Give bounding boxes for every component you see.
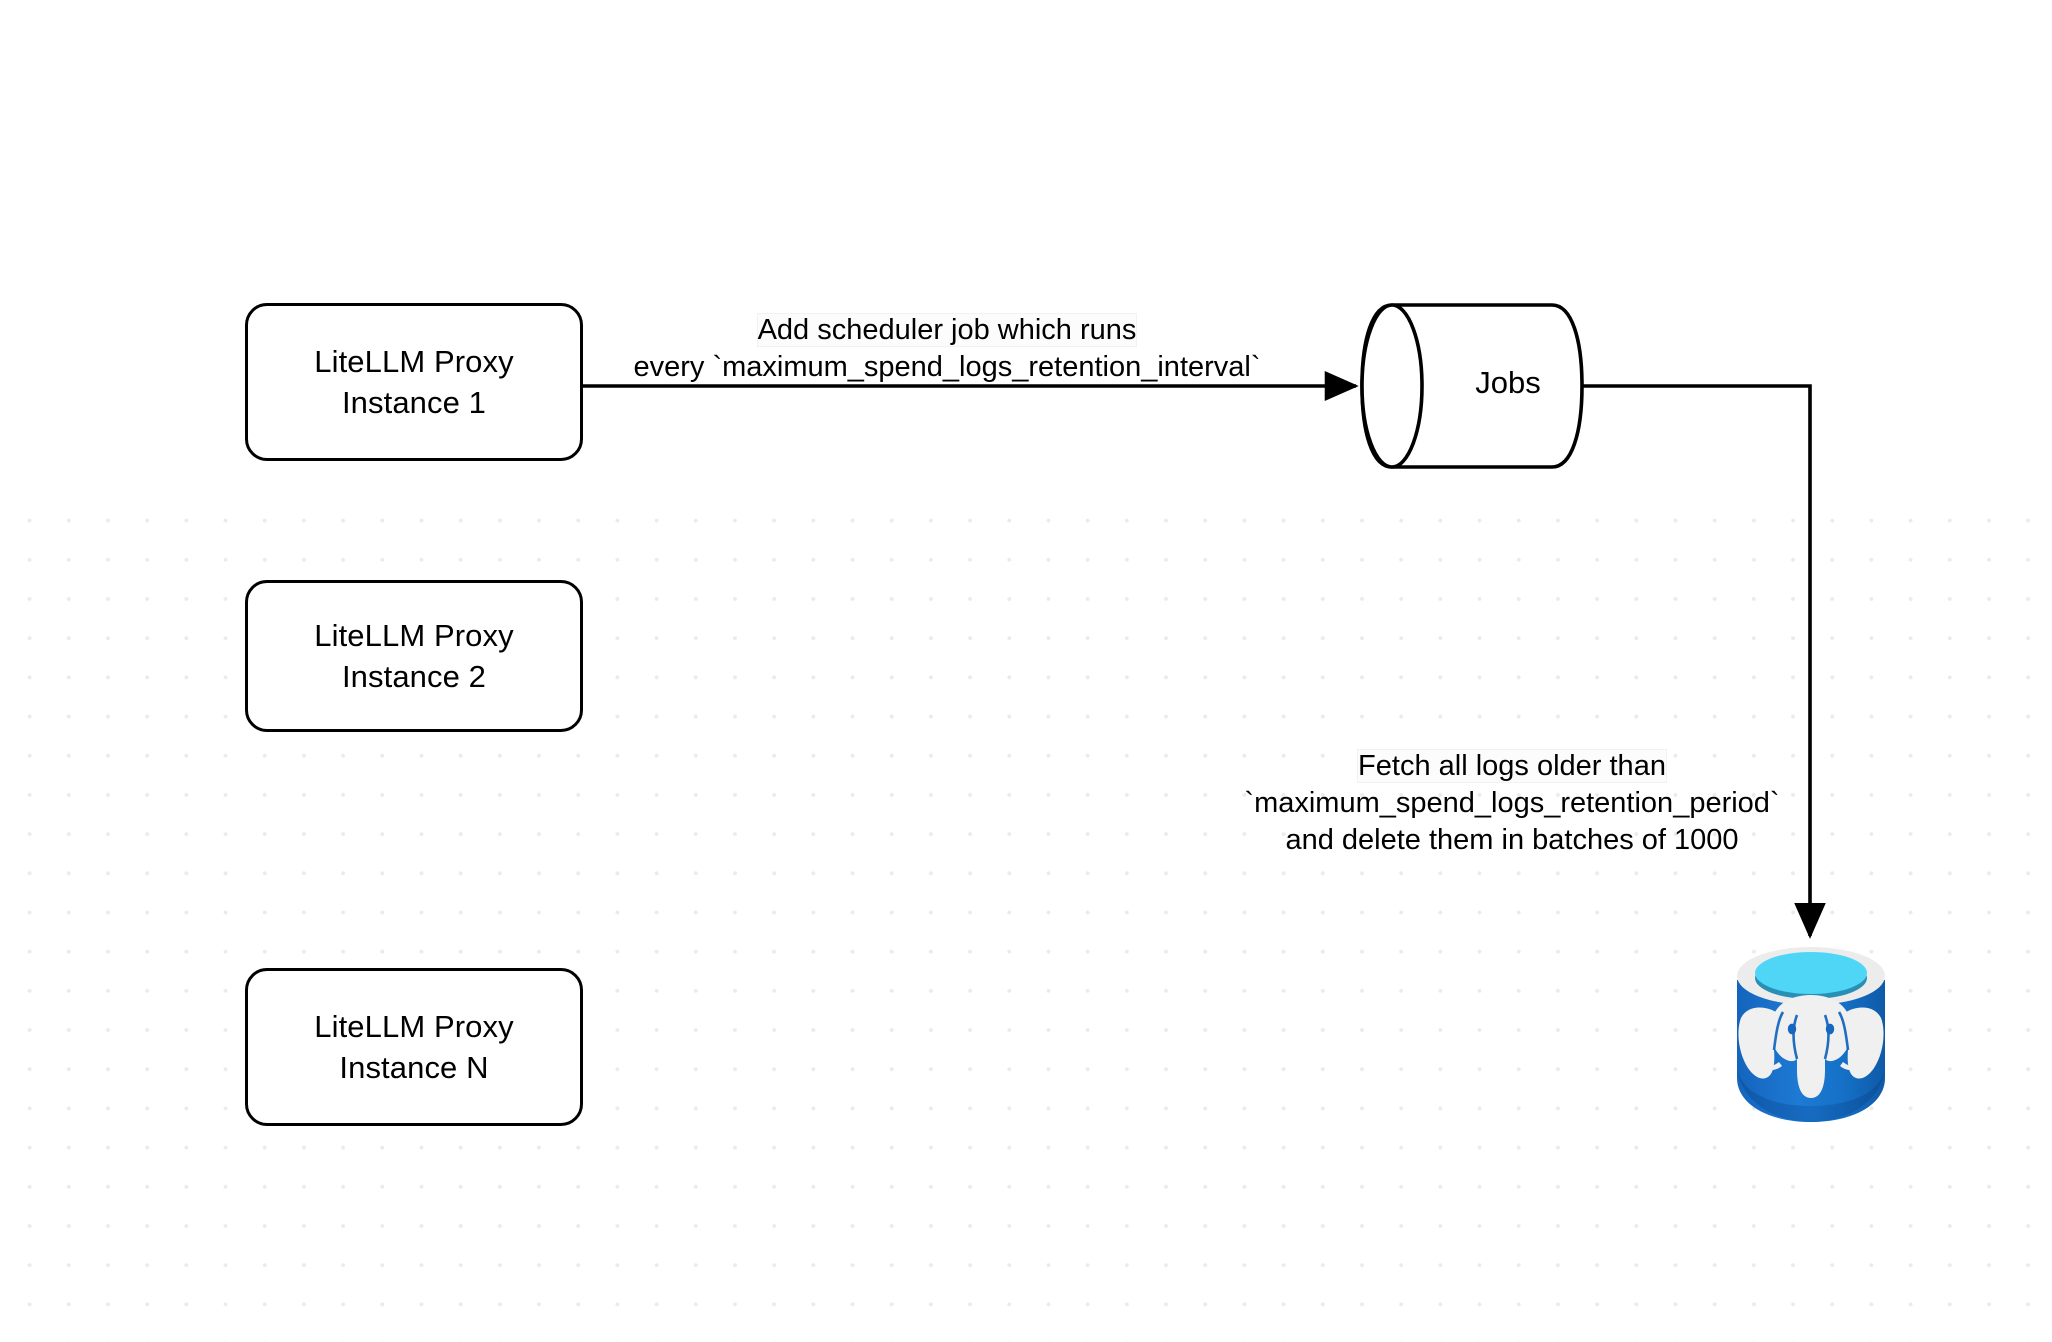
postgresql-elephant-logo — [1738, 995, 1884, 1098]
edge-label-fetch-delete: Fetch all logs older than `maximum_spend… — [1222, 748, 1802, 858]
node-litellm-proxy-instance-1[interactable]: LiteLLM Proxy Instance 1 — [245, 303, 583, 461]
edge-label-scheduler: Add scheduler job which runs every `maxi… — [597, 312, 1297, 386]
jobs-cylinder-shape — [1360, 303, 1584, 469]
proxy-n-line-2: Instance N — [339, 1050, 489, 1085]
node-jobs-label: Jobs — [1475, 365, 1541, 400]
proxy-n-line-1: LiteLLM Proxy — [314, 1008, 514, 1044]
proxy-1-line-2: Instance 1 — [341, 385, 487, 420]
scheduler-label-line-2: every `maximum_spend_logs_retention_inte… — [633, 350, 1261, 383]
edge-jobs-to-database — [1582, 384, 1826, 939]
fetch-label-line-2: `maximum_spend_logs_retention_period` — [1244, 786, 1780, 819]
fetch-label-line-1: Fetch all logs older than — [1358, 750, 1666, 782]
proxy-2-line-2: Instance 2 — [341, 659, 487, 694]
node-litellm-proxy-instance-2[interactable]: LiteLLM Proxy Instance 2 — [245, 580, 583, 732]
fetch-label-line-3: and delete them in batches of 1000 — [1285, 823, 1739, 856]
node-litellm-proxy-instance-n[interactable]: LiteLLM Proxy Instance N — [245, 968, 583, 1126]
scheduler-label-line-1: Add scheduler job which runs — [757, 314, 1137, 346]
proxy-1-line-1: LiteLLM Proxy — [314, 343, 514, 379]
postgresql-database-icon — [1737, 947, 1885, 1122]
proxy-2-line-1: LiteLLM Proxy — [314, 617, 514, 653]
